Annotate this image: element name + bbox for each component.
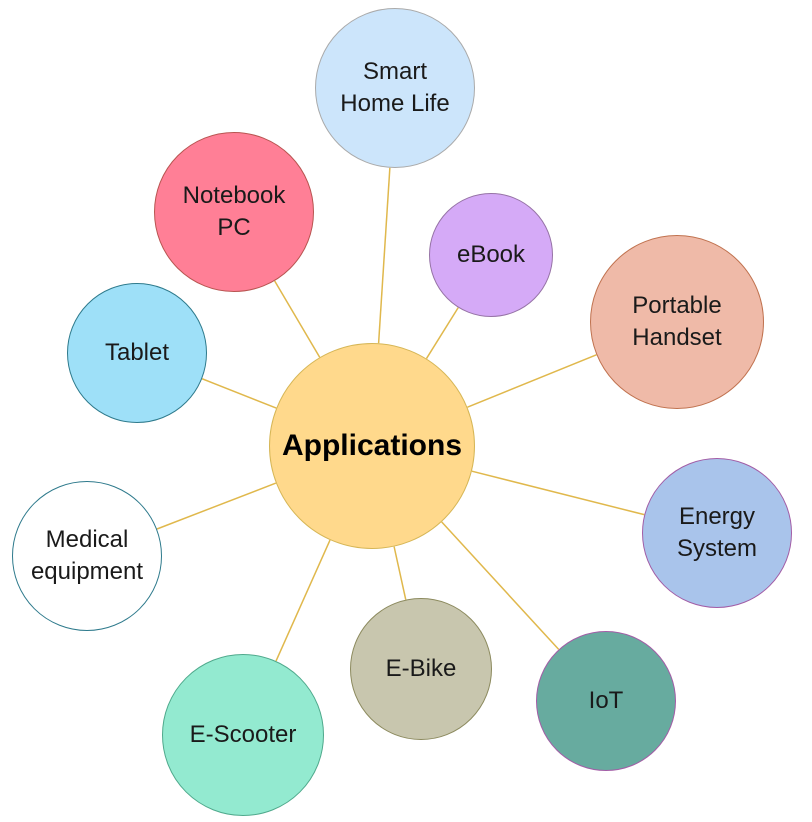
node-label-energy-system: Energy System: [676, 503, 757, 562]
connector-medical-equipment: [156, 482, 277, 530]
connector-energy-system: [471, 470, 645, 516]
node-label-medical-equipment: Medical equipment: [30, 526, 144, 585]
node-smart-home-life: Smart Home Life: [315, 8, 475, 168]
node-energy-system: Energy System: [642, 458, 792, 608]
connector-ebook: [425, 307, 459, 359]
node-iot: IoT: [536, 631, 676, 771]
node-notebook-pc: Notebook PC: [154, 132, 314, 292]
center-node-label: Applications: [281, 429, 462, 462]
node-label-smart-home-life: Smart Home Life: [340, 58, 450, 117]
node-label-portable-handset: Portable Handset: [632, 292, 722, 351]
center-node-applications: Applications: [269, 343, 475, 549]
node-label-notebook-pc: Notebook PC: [182, 182, 286, 241]
connector-portable-handset: [467, 354, 597, 408]
node-medical-equipment: Medical equipment: [12, 481, 162, 631]
node-e-bike: E-Bike: [350, 598, 492, 740]
node-portable-handset: Portable Handset: [590, 235, 764, 409]
node-label-e-scooter: E-Scooter: [189, 721, 297, 748]
connector-smart-home-life: [377, 167, 391, 344]
node-label-iot: IoT: [588, 687, 624, 714]
node-label-e-bike: E-Bike: [385, 655, 457, 682]
connector-e-bike: [393, 546, 407, 600]
node-e-scooter: E-Scooter: [162, 654, 324, 816]
connector-e-scooter: [275, 539, 331, 662]
node-label-tablet: Tablet: [104, 339, 170, 366]
connector-notebook-pc: [273, 280, 321, 358]
connector-iot: [441, 521, 560, 650]
node-tablet: Tablet: [67, 283, 207, 423]
connector-tablet: [201, 378, 277, 409]
node-ebook: eBook: [429, 193, 553, 317]
node-label-ebook: eBook: [456, 241, 526, 268]
